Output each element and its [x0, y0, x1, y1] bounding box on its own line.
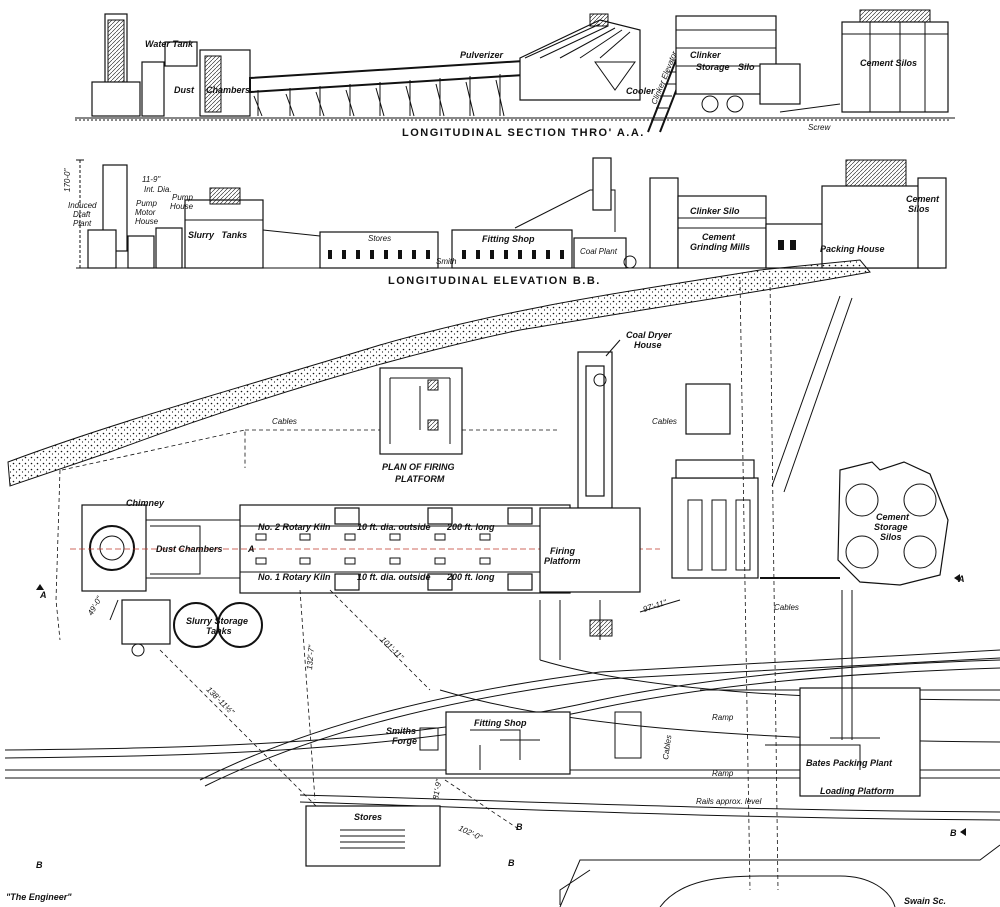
label-b-dim: B — [516, 822, 523, 832]
label-stores-plan: Stores — [354, 812, 382, 822]
longitudinal-elevation: 170-0" 11-9" Int. Dia. Induced Draft Pla… — [63, 157, 947, 287]
label-packing-house: Packing House — [820, 244, 885, 254]
label-motor: Motor — [135, 208, 156, 217]
label-coal-dryer: Coal Dryer — [626, 330, 672, 340]
label-int-dia: 11-9" — [142, 175, 161, 184]
label-cement-storage: Cement — [876, 512, 910, 522]
label-a-right: A — [957, 574, 965, 584]
credit-the-engineer: "The Engineer" — [6, 892, 72, 902]
label-induced: Induced — [68, 201, 97, 210]
label-smiths: Smiths — [386, 726, 416, 736]
label-bates: Bates Packing Plant — [806, 758, 893, 768]
credit-swain: Swain Sc. — [904, 896, 946, 906]
label-a-left: A — [39, 590, 47, 600]
label-screw: Screw — [808, 123, 831, 132]
label-cooler: Cooler — [626, 86, 655, 96]
longitudinal-section: Water Tank Dust Chambers Pulverizer Cool… — [75, 9, 955, 139]
label-draft: Draft — [73, 210, 91, 219]
label-pump-house-b: House — [170, 202, 194, 211]
label-chambers: Chambers — [206, 85, 250, 95]
label-kiln-1-dia: 10 ft. dia. outside — [357, 572, 431, 582]
label-b-bottom-mid: B — [508, 858, 515, 868]
label-dim-101: 101'-11" — [379, 635, 406, 662]
label-smith: Smith — [436, 257, 457, 266]
label-fitting-shop-plan: Fitting Shop — [474, 718, 527, 728]
label-clinker: Clinker — [690, 50, 721, 60]
label-b-bottom-left: B — [36, 860, 43, 870]
label-pump: Pump — [136, 199, 157, 208]
label-clinker-elevator: Clinker Elevator — [650, 50, 680, 106]
label-dust: Dust — [174, 85, 195, 95]
label-clinker-silo: Clinker Silo — [690, 206, 740, 216]
label-cement-silos-top: Cement Silos — [860, 58, 917, 68]
label-silo: Silo — [738, 62, 755, 72]
label-cement-grinding: Cement — [702, 232, 736, 242]
label-loading: Loading Platform — [820, 786, 894, 796]
label-kiln-2-dia: 10 ft. dia. outside — [357, 522, 431, 532]
label-dim-132: 132'-7" — [305, 644, 316, 671]
label-ramp-bottom: Ramp — [712, 769, 734, 778]
label-stores-elev: Stores — [368, 234, 391, 243]
label-dim-81: 81'-9" — [431, 778, 444, 801]
label-a-mid: A — [247, 544, 255, 554]
label-dim-97: 97'-11" — [642, 597, 669, 613]
label-grinding-mills: Grinding Mills — [690, 242, 750, 252]
label-coal-plant: Coal Plant — [580, 247, 618, 256]
label-storage: Storage — [696, 62, 730, 72]
label-kiln-2-len: 200 ft. long — [446, 522, 495, 532]
label-cement-elev: Cement — [906, 194, 940, 204]
label-rails: Rails approx. level — [696, 797, 762, 806]
label-plant: Plant — [73, 219, 92, 228]
label-cement-storage-b: Storage — [874, 522, 908, 532]
label-firing-plan-title: PLAN OF FIRING — [382, 462, 455, 472]
label-forge: Forge — [392, 736, 417, 746]
label-firing: Firing — [550, 546, 575, 556]
label-chimney: Chimney — [126, 498, 165, 508]
label-slurry-storage: Slurry Storage — [186, 616, 248, 626]
label-cables-top: Cables — [272, 417, 297, 426]
label-platform: Platform — [544, 556, 581, 566]
label-kiln-1-len: 200 ft. long — [446, 572, 495, 582]
label-firing-plan-title-b: PLATFORM — [395, 474, 445, 484]
label-cement-storage-c: Silos — [880, 532, 902, 542]
label-cables-vert: Cables — [661, 734, 673, 760]
label-dim-49: 49'-0" — [86, 594, 105, 617]
label-dim-102: 102'-0" — [457, 824, 484, 843]
label-cables-right: Cables — [774, 603, 799, 612]
label-motor-house: House — [135, 217, 159, 226]
site-plan: Cables Coal Dryer House Cables PLAN OF F… — [4, 259, 1000, 907]
label-cables-mid: Cables — [652, 417, 677, 426]
label-kiln-1: No. 1 Rotary Kiln — [258, 572, 331, 582]
label-height: 170-0" — [63, 168, 72, 192]
label-silos-elev: Silos — [908, 204, 930, 214]
label-kiln-2: No. 2 Rotary Kiln — [258, 522, 331, 532]
label-dust-chambers-plan: Dust Chambers — [156, 544, 223, 554]
label-slurry-tanks: Slurry Tanks — [188, 230, 247, 240]
label-water-tank: Water Tank — [145, 39, 194, 49]
title-longitudinal-elevation: LONGITUDINAL ELEVATION B.B. — [388, 275, 601, 287]
label-pump-house: Pump — [172, 193, 193, 202]
label-ramp-top: Ramp — [712, 713, 734, 722]
label-pulverizer: Pulverizer — [460, 50, 504, 60]
label-fitting-shop-elev: Fitting Shop — [482, 234, 535, 244]
label-int-dia-b: Int. Dia. — [144, 185, 172, 194]
label-dim-138: 138'-11½" — [205, 685, 237, 717]
label-slurry-storage-b: Tanks — [206, 626, 232, 636]
label-coal-dryer-house: House — [634, 340, 662, 350]
title-longitudinal-section: LONGITUDINAL SECTION THRO' A.A. — [402, 127, 645, 139]
label-b-right: B — [950, 828, 957, 838]
